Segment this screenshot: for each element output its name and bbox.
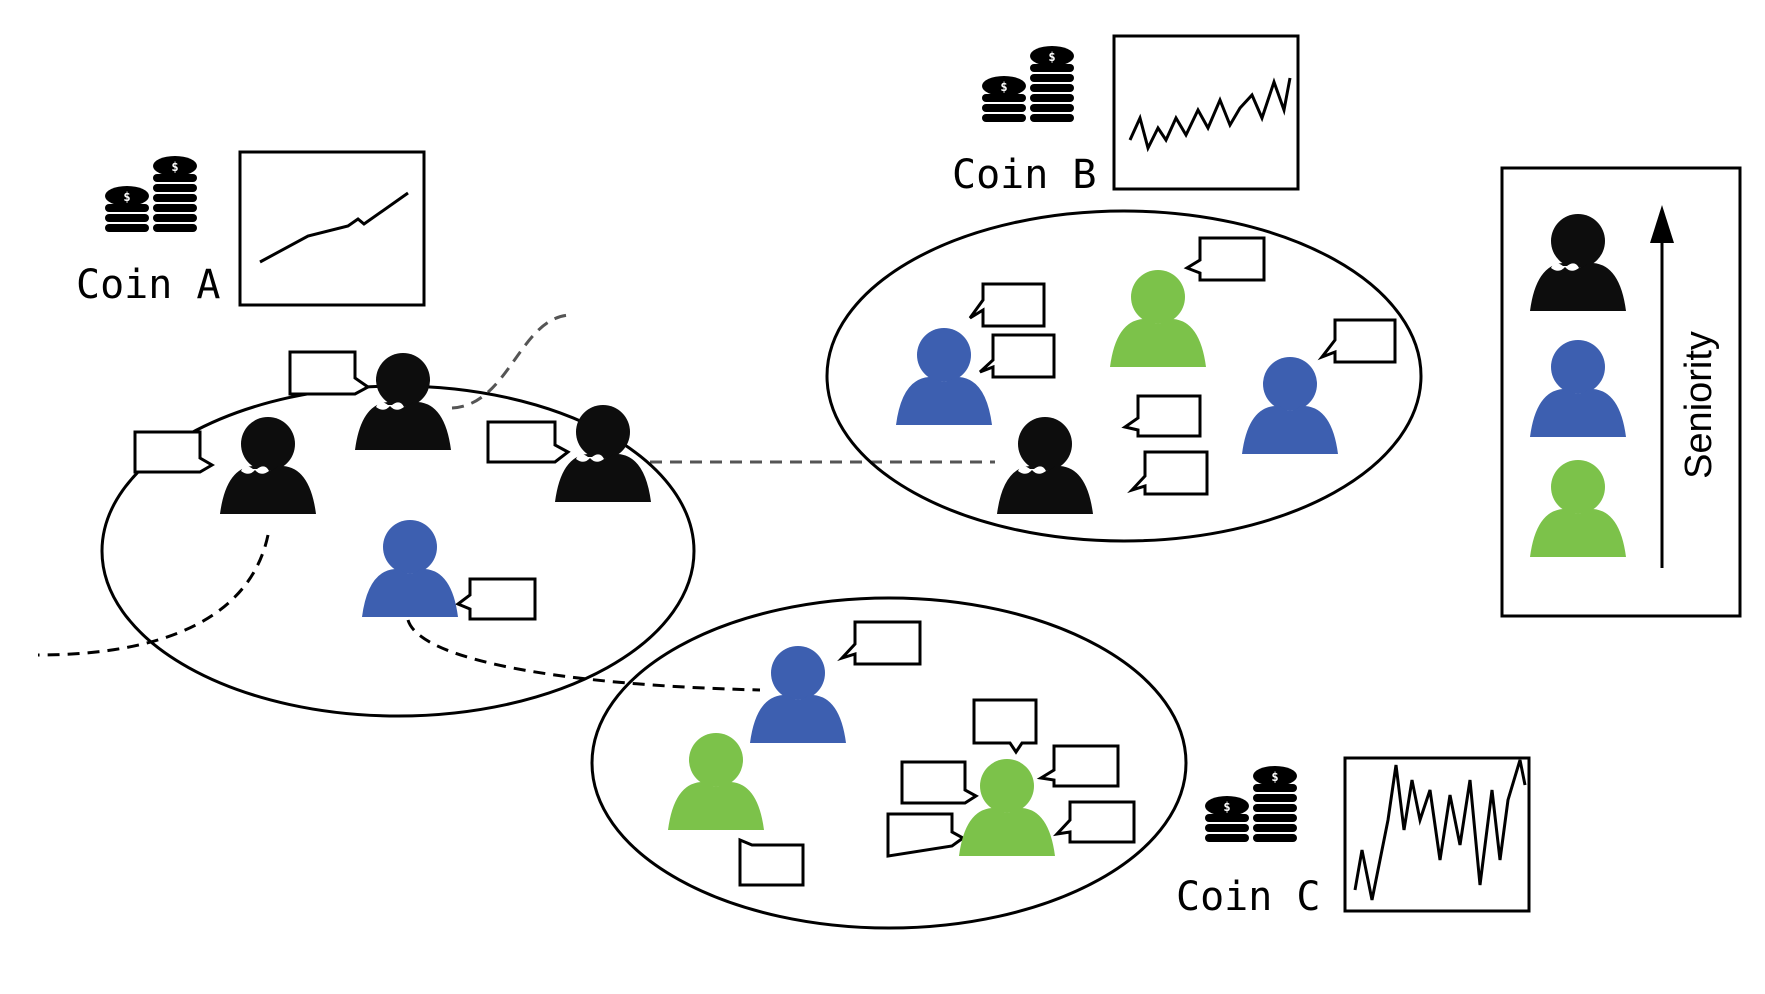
speech-bubble-icon bbox=[1127, 450, 1209, 496]
speech-bubble-icon bbox=[133, 430, 215, 474]
coin-b-price-line bbox=[1128, 77, 1292, 153]
person-icon bbox=[362, 520, 458, 617]
person-icon bbox=[750, 646, 846, 743]
coin-c-price-line bbox=[1353, 759, 1527, 901]
speech-bubble-icon bbox=[288, 350, 371, 396]
person-icon bbox=[355, 353, 451, 450]
coin-a-label: Coin A bbox=[76, 262, 221, 308]
coin-b-group: Coin B bbox=[952, 34, 1300, 198]
link-a-to-c bbox=[406, 619, 761, 692]
speech-bubble-icon bbox=[1036, 744, 1120, 788]
speech-bubble-icon bbox=[886, 812, 966, 858]
coin-b-price-chart bbox=[1112, 34, 1300, 191]
person-icon bbox=[668, 733, 764, 830]
person-icon bbox=[896, 328, 992, 425]
coin-c-label: Coin C bbox=[1176, 874, 1321, 920]
community-b bbox=[825, 209, 1423, 543]
speech-bubble-icon bbox=[837, 620, 922, 666]
coin-stack-icon bbox=[982, 46, 1074, 122]
person-icon bbox=[1242, 357, 1338, 454]
link-a-to-outside bbox=[37, 534, 270, 657]
person-icon bbox=[220, 417, 316, 514]
seniority-legend: Seniority bbox=[1500, 166, 1742, 618]
coin-stack-icon bbox=[1205, 766, 1297, 842]
speech-bubble-icon bbox=[1121, 394, 1202, 438]
speech-bubble-icon bbox=[900, 760, 979, 805]
coin-c-group: Coin C bbox=[1176, 756, 1531, 920]
person-icon bbox=[997, 417, 1093, 514]
inter-community-links bbox=[37, 313, 995, 692]
speech-bubble-icon bbox=[972, 698, 1038, 755]
speech-bubble-icon bbox=[968, 282, 1046, 328]
speech-bubble-icon bbox=[1183, 236, 1266, 282]
link-a-to-top bbox=[451, 313, 573, 410]
speech-bubble-icon bbox=[978, 333, 1056, 379]
arrow-up-icon bbox=[1650, 205, 1674, 243]
person-icon bbox=[1110, 270, 1206, 367]
person-icon bbox=[555, 405, 651, 502]
speech-bubble-icon bbox=[1317, 318, 1397, 364]
coin-stack-icon bbox=[105, 156, 197, 232]
community-c bbox=[590, 596, 1188, 930]
legend-senior-icon bbox=[1530, 214, 1626, 311]
speech-bubble-icon bbox=[486, 420, 571, 464]
person-icon bbox=[959, 759, 1055, 856]
community-c-members bbox=[668, 620, 1136, 887]
community-b-members bbox=[896, 236, 1397, 514]
coin-b-label: Coin B bbox=[952, 152, 1097, 198]
coin-a-group: Coin A bbox=[76, 150, 426, 308]
seniority-label: Seniority bbox=[1678, 331, 1720, 479]
speech-bubble-icon bbox=[455, 577, 537, 621]
community-a-members bbox=[133, 350, 651, 621]
coin-a-price-line bbox=[259, 191, 409, 264]
speech-bubble-icon bbox=[1052, 800, 1136, 844]
speech-bubble-icon bbox=[738, 837, 805, 887]
